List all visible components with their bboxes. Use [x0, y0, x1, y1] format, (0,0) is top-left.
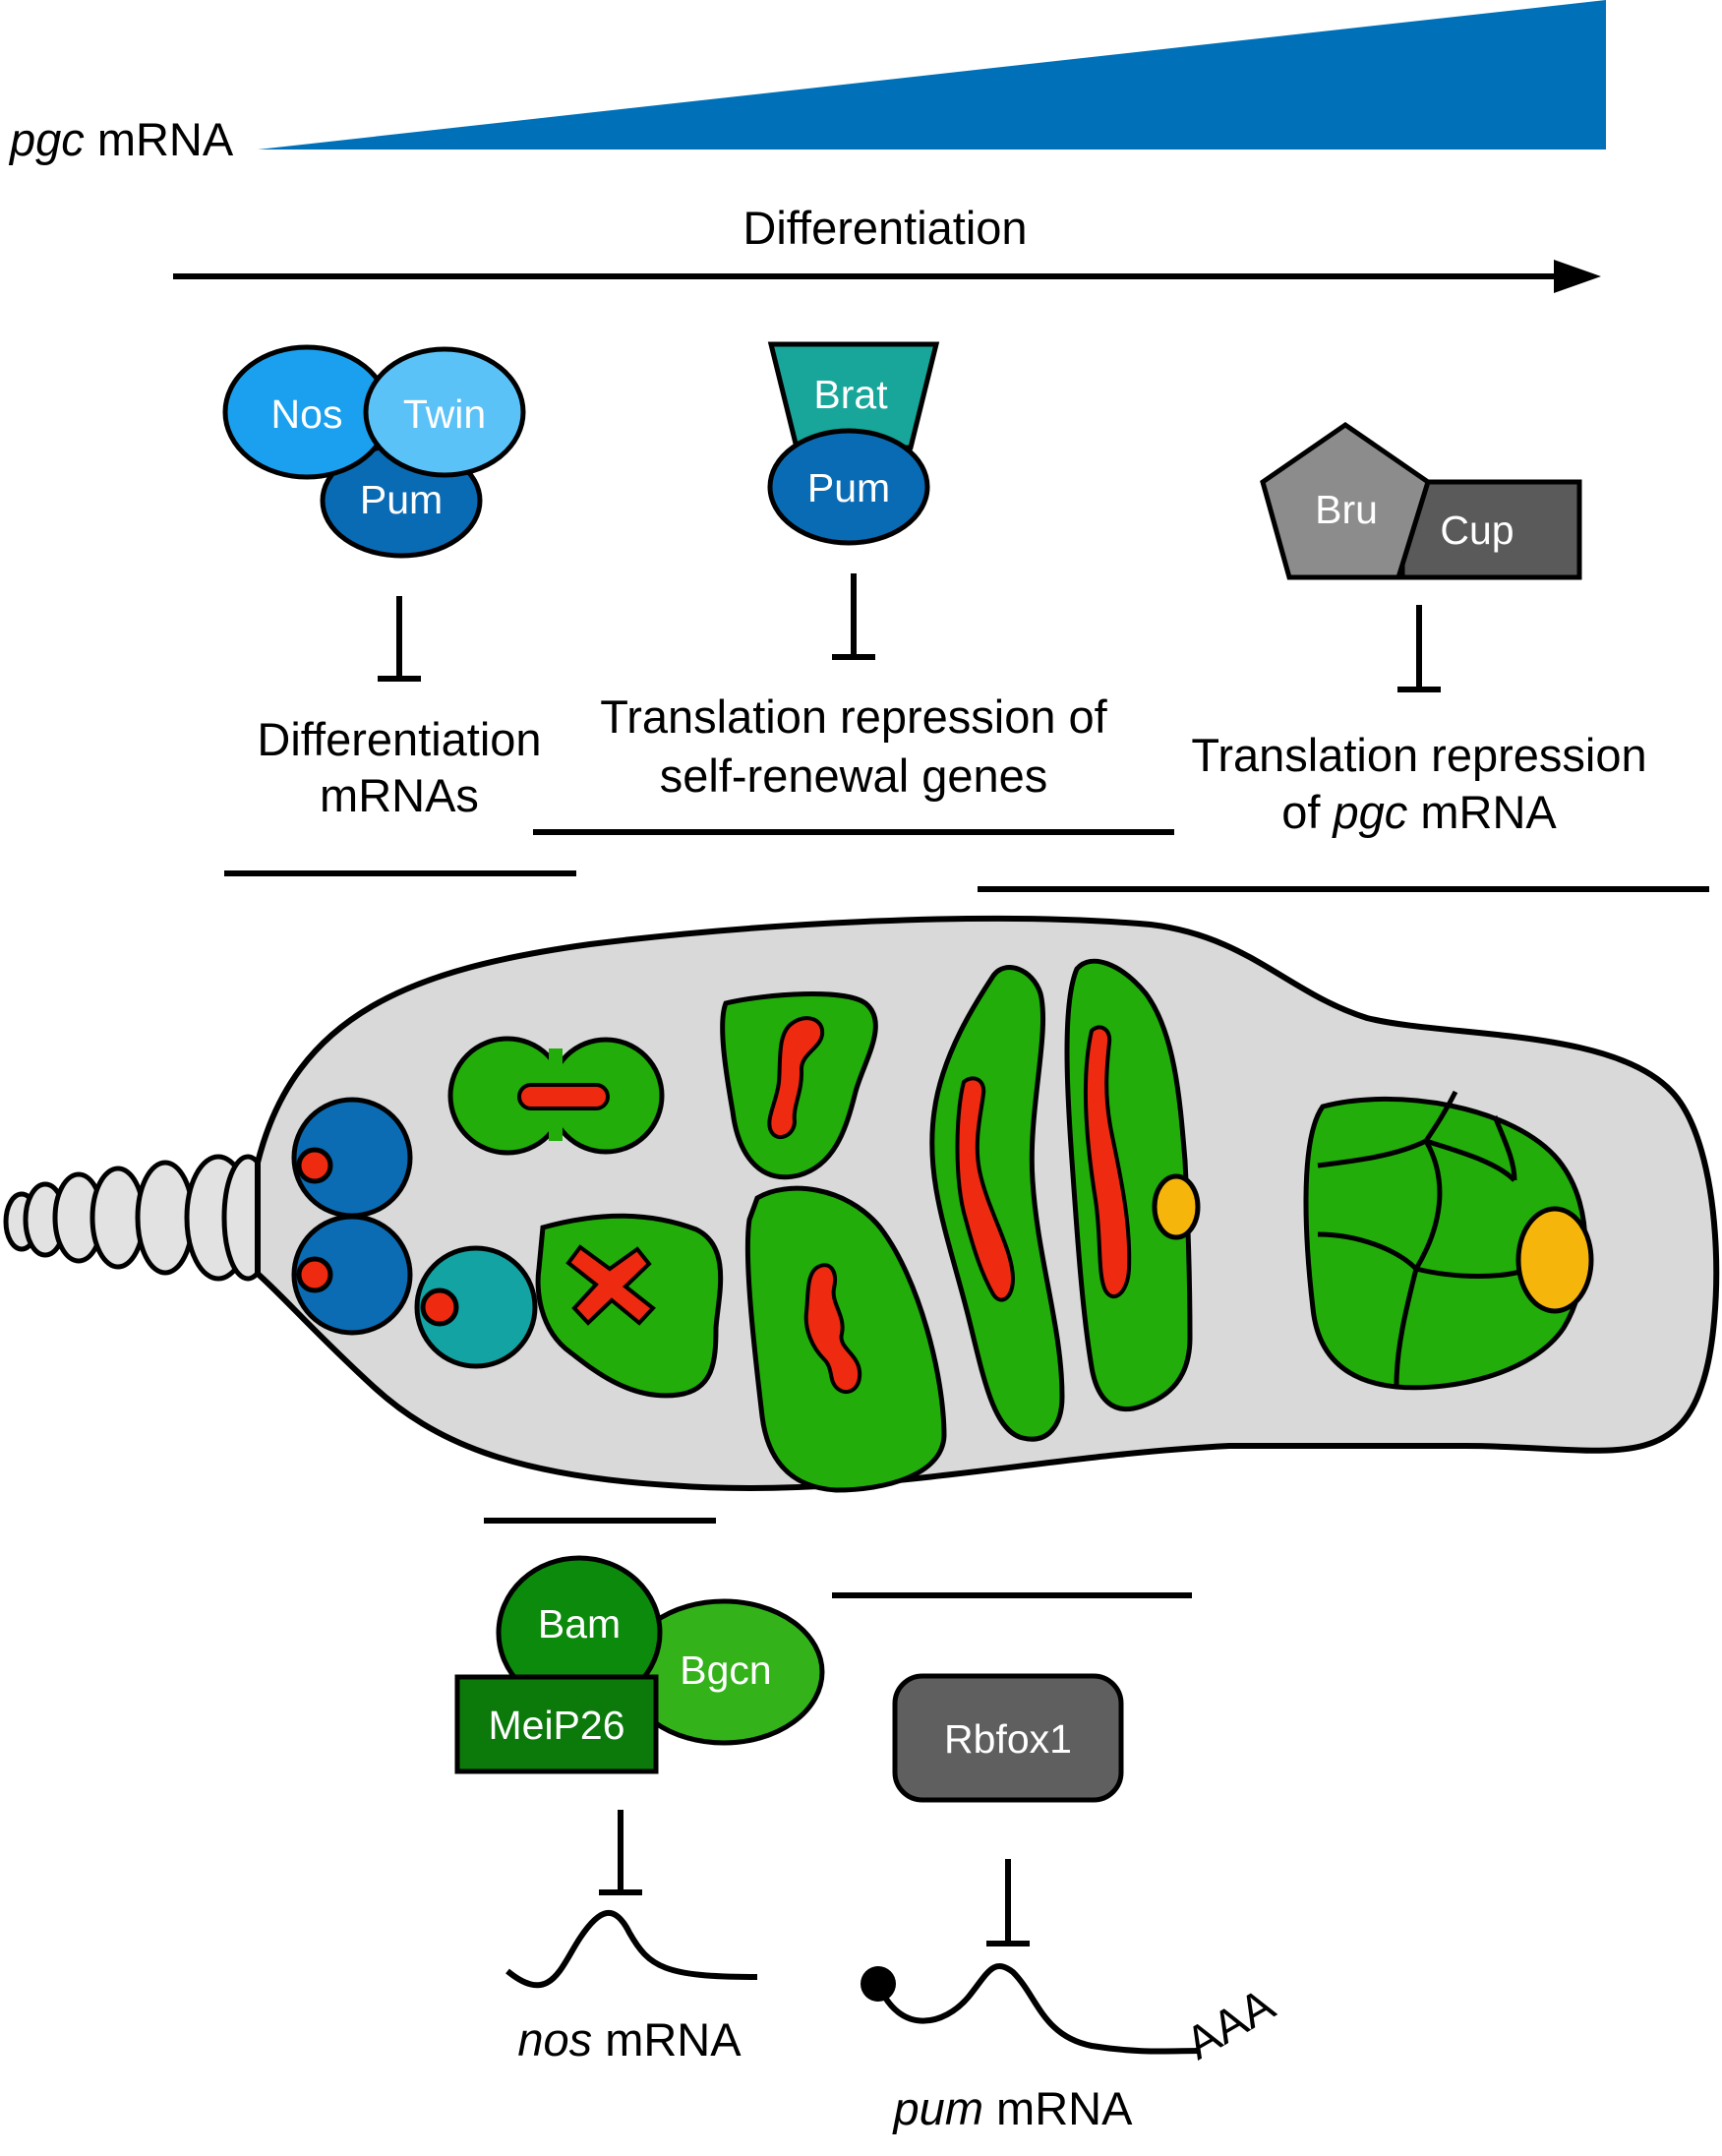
- pum-protein: [767, 428, 930, 546]
- germline-stem-cells: [291, 1097, 413, 1336]
- sixteen-cell-cyst-a: [929, 965, 1065, 1442]
- egg-chamber: [1303, 1090, 1594, 1391]
- terminal-filament: [3, 1154, 274, 1282]
- nos-twin-pum-complex: Nos Twin Pum: [222, 344, 526, 559]
- fusome: [803, 1263, 862, 1395]
- bru-cup-complex: Bru Cup: [1260, 421, 1582, 580]
- inhibition-symbol: [832, 573, 875, 660]
- fusome: [955, 1076, 1016, 1302]
- four-cell-cyst: [535, 1213, 724, 1399]
- spectrosome: [296, 1147, 333, 1184]
- oocyte: [1152, 1173, 1201, 1240]
- twin-label: Twin: [403, 391, 486, 437]
- pgc-mrna-gradient-wedge: [258, 0, 1606, 150]
- meip26-protein: [454, 1674, 659, 1774]
- differentiation-arrow-head: [1554, 260, 1601, 293]
- inhibition-symbol: [378, 596, 421, 682]
- nos-mrna-strand: [505, 1910, 758, 1989]
- pgc-gradient-label: pgc mRNA: [8, 113, 234, 165]
- brat-protein: [767, 341, 940, 450]
- pgc-repression-line1: Translation repression: [1191, 729, 1646, 781]
- fusome: [517, 1083, 610, 1110]
- cup-label: Cup: [1440, 508, 1514, 553]
- pum-label: Pum: [360, 477, 443, 522]
- bam-bgcn-meip26-complex: Bam Bgcn MeiP26: [454, 1555, 825, 1774]
- differentiation-mrnas-line2: mRNAs: [320, 769, 479, 821]
- nos-mrna-label: nos mRNA: [517, 2013, 742, 2066]
- bru-label: Bru: [1315, 487, 1378, 532]
- inhibition-symbol: [1397, 605, 1441, 692]
- eight-cell-cyst-upper: [720, 991, 878, 1180]
- two-cell-cyst: [447, 1036, 665, 1156]
- pgc-repression-line2: of pgc mRNA: [1281, 786, 1557, 838]
- spectrosome: [296, 1256, 333, 1293]
- meip26-label: MeiP26: [488, 1703, 624, 1748]
- cystoblast: [414, 1245, 538, 1369]
- bgcn-label: Bgcn: [680, 1647, 771, 1693]
- inhibition-symbol: [599, 1810, 642, 1895]
- self-renewal-line2: self-renewal genes: [660, 749, 1048, 802]
- nos-label: Nos: [271, 391, 343, 437]
- rbfox1-protein: [892, 1673, 1124, 1803]
- fusome: [565, 1244, 656, 1326]
- pum-label: Pum: [807, 465, 890, 510]
- rbfox1-label: Rbfox1: [944, 1716, 1072, 1762]
- bru-protein: [1260, 421, 1431, 580]
- oocyte: [1515, 1206, 1594, 1314]
- bam-label: Bam: [538, 1601, 621, 1647]
- sixteen-cell-cyst-b: [1064, 958, 1201, 1412]
- eight-cell-cyst-lower: [744, 1185, 947, 1493]
- brat-pum-complex: Brat Pum: [767, 341, 940, 546]
- pum-mrna-label: pum mRNA: [892, 2082, 1134, 2134]
- inhibition-symbol: [986, 1859, 1030, 1946]
- twin-protein: [363, 346, 526, 478]
- fusome: [767, 1016, 825, 1140]
- differentiation-mrnas-line1: Differentiation: [257, 713, 541, 765]
- poly-a-tail: AAA: [1177, 1977, 1284, 2068]
- fusome: [1083, 1025, 1132, 1298]
- brat-label: Brat: [813, 372, 888, 417]
- differentiation-label: Differentiation: [742, 202, 1027, 254]
- self-renewal-line1: Translation repression of: [600, 690, 1107, 743]
- pum-mrna-strand: [875, 1963, 1201, 2055]
- spectrosome: [420, 1288, 459, 1327]
- gsc-cell: [291, 1214, 413, 1336]
